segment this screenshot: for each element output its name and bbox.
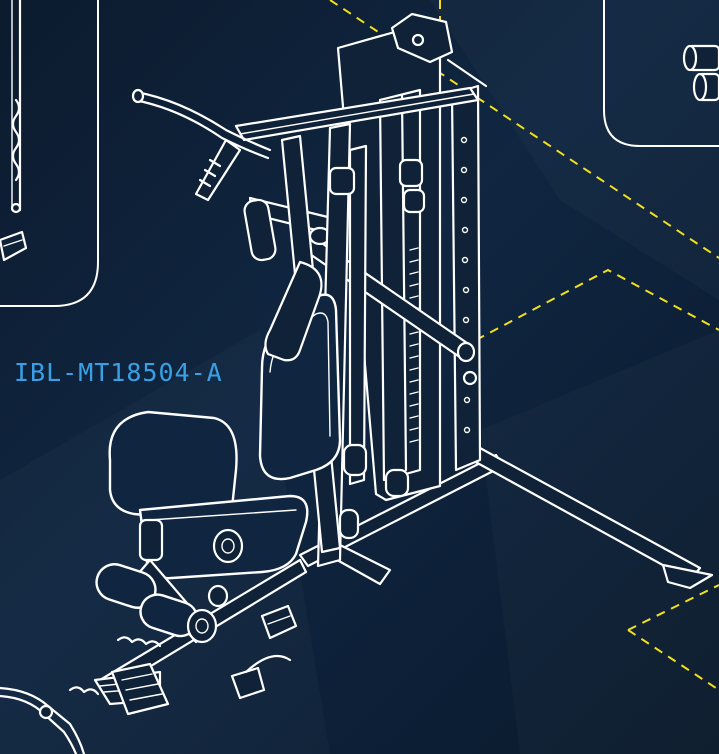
backrest-pad [258,260,342,481]
leg-roller-assembly [68,518,244,696]
detail-panel-top-right [603,0,719,147]
curl-bar [0,686,86,754]
cable-attachment-icon [0,0,28,262]
handle-icon [230,604,298,700]
footplate [110,662,170,716]
model-code-label: IBL-MT18504-A [14,358,223,387]
home-gym-machine-icon [0,12,714,754]
pulley-attachment-icon [682,44,719,102]
upright-column [450,84,482,472]
lat-pulldown-bar [131,88,272,202]
top-beam [234,86,480,142]
weight-stack-tower [336,12,488,502]
detail-panel-top-left [0,0,99,307]
